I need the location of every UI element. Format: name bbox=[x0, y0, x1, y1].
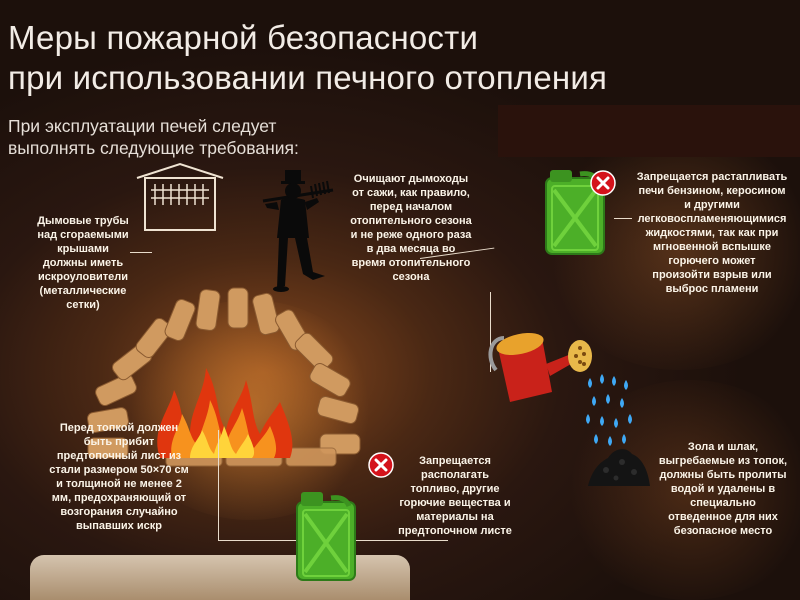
watering-can-icon bbox=[488, 333, 592, 402]
fireplace-arch bbox=[87, 287, 361, 467]
chimney-connector-h bbox=[130, 252, 152, 253]
fire-icon bbox=[157, 368, 293, 458]
spark-screen-icon bbox=[136, 162, 224, 231]
flammable-liquids-note: Запрещается растапливать печи бензином, … bbox=[636, 171, 788, 295]
ash-disposal-note: Зола и шлак, выгребаемые из топок, должн… bbox=[658, 441, 788, 537]
water-drops bbox=[586, 374, 632, 446]
chimney-cleaning-note: Очищают дымоходы от сажи, как правило, п… bbox=[350, 173, 472, 283]
chimney-sweep-icon bbox=[262, 170, 334, 292]
top-right-band bbox=[498, 105, 800, 157]
subtitle-line-1: При эксплуатации печей следует bbox=[8, 116, 277, 136]
pre-furnace-sheet-note: Перед топкой должен быть прибит предтопо… bbox=[49, 422, 189, 532]
title-line-1: Меры пожарной безопасности bbox=[8, 19, 479, 56]
page-title: Меры пожарной безопасности при использов… bbox=[8, 18, 607, 98]
fuel-on-sheet-note: Запрещается располагать топливо, другие … bbox=[398, 455, 512, 537]
sheet-connector-v bbox=[218, 430, 219, 540]
subtitle-line-2: выполнять следующие требования: bbox=[8, 138, 299, 158]
can-connector-v bbox=[490, 292, 491, 372]
subtitle: При эксплуатации печей следует выполнять… bbox=[8, 115, 299, 159]
prohibited-icon bbox=[590, 170, 616, 196]
title-line-2: при использовании печного отопления bbox=[8, 59, 608, 96]
chimney-screens-note: Дымовые трубы над сгораемыми крышами дол… bbox=[37, 215, 129, 311]
prohibited-icon bbox=[368, 452, 394, 478]
fuel-canister-icon bbox=[296, 492, 356, 581]
ash-pile-icon bbox=[588, 449, 650, 486]
liquids-connector bbox=[614, 218, 632, 219]
